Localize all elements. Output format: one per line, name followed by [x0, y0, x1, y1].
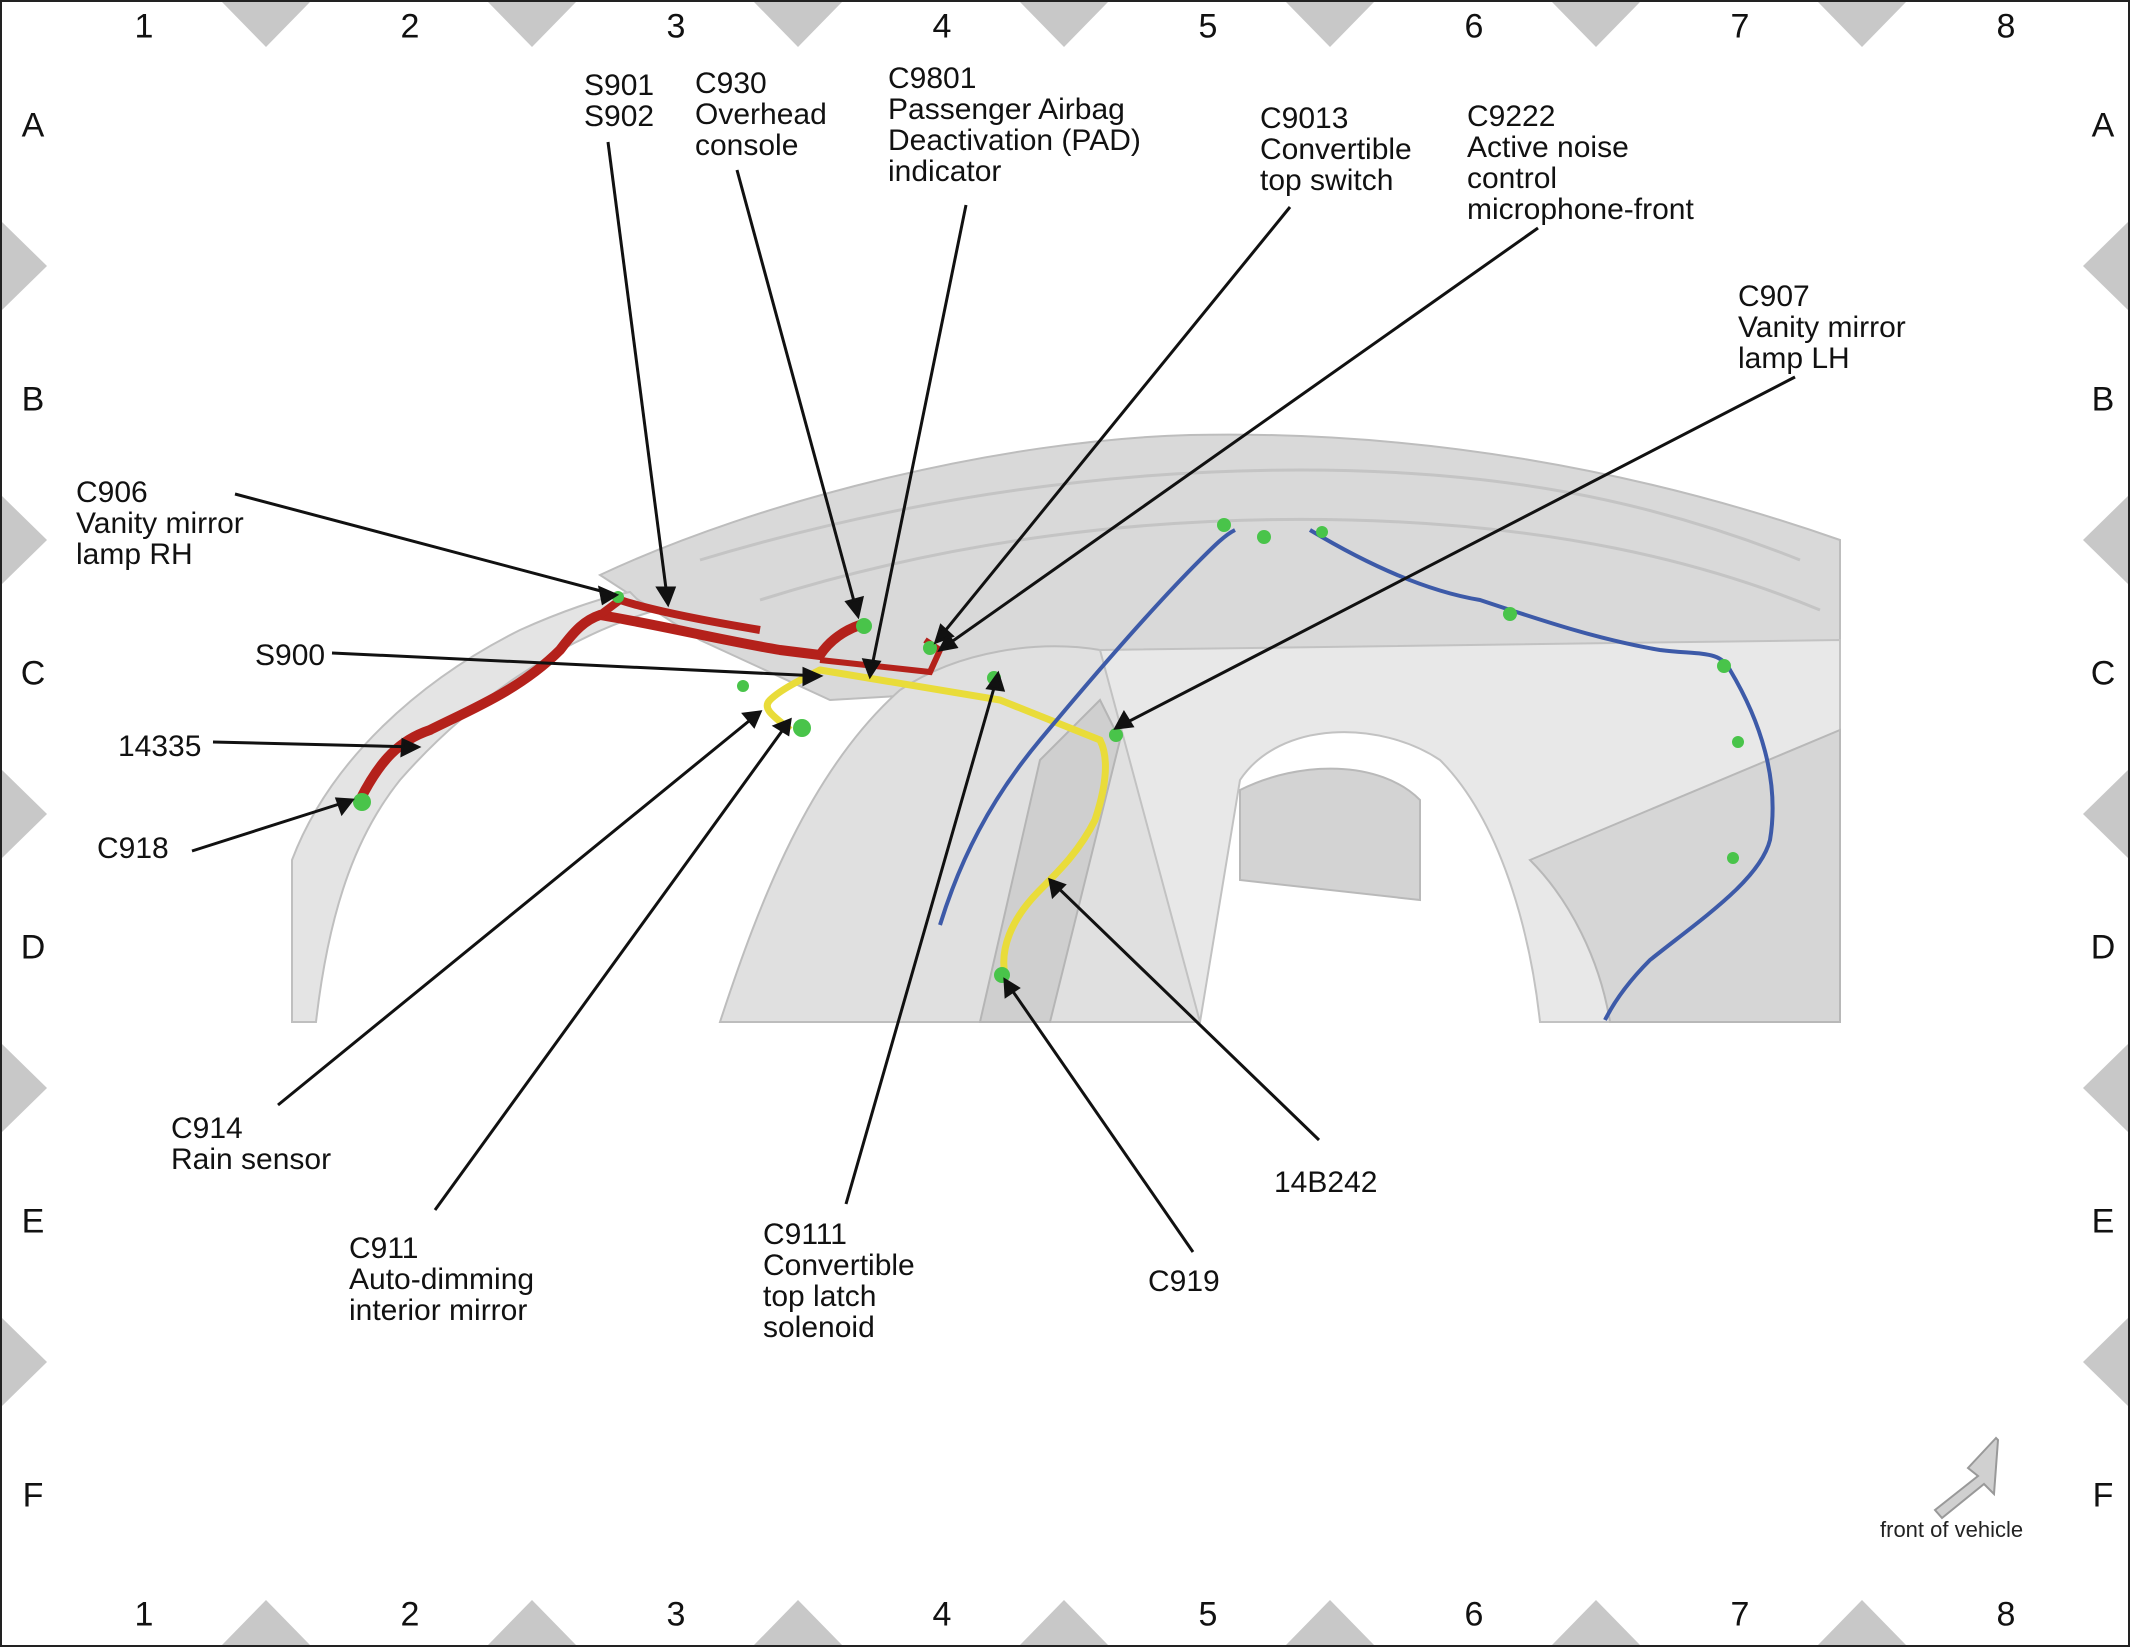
grid-row-right-d: D [2090, 928, 2116, 967]
label-c918: C918 [97, 832, 169, 865]
label-c930: C930 Overhead console [695, 67, 827, 162]
grid-col-bottom-7: 7 [1730, 1595, 1750, 1634]
grid-row-left-d: D [20, 928, 46, 967]
grid-col-top-5: 5 [1198, 7, 1218, 46]
label-c906: C906 Vanity mirror lamp RH [76, 476, 244, 571]
harness-14B242 [816, 666, 1109, 979]
harness-blue-right [938, 528, 1236, 926]
label-s901-s902: S901 S902 [584, 69, 655, 133]
grid-col-top-7: 7 [1730, 7, 1750, 46]
grid-col-bottom-5: 5 [1198, 1595, 1218, 1634]
grid-row-left-b: B [21, 380, 45, 419]
label-14b242: 14B242 [1274, 1166, 1378, 1199]
grid-col-bottom-4: 4 [932, 1595, 952, 1634]
grid-row-left-e: E [21, 1202, 45, 1241]
label-c919: C919 [1148, 1265, 1220, 1298]
label-c9801: C9801 Passenger Airbag Deactivation (PAD… [888, 62, 1141, 188]
grid-row-right-f: F [2092, 1476, 2114, 1515]
label-c911: C911 Auto-dimming interior mirror [349, 1232, 535, 1327]
arrow-icon [1933, 1436, 2000, 1520]
label-c9111: C9111 Convertible top latch solenoid [763, 1218, 915, 1344]
grid-col-bottom-6: 6 [1464, 1595, 1484, 1634]
grid-col-top-6: 6 [1464, 7, 1484, 46]
grid-row-right-c: C [2090, 654, 2116, 693]
grid-col-bottom-3: 3 [666, 1595, 686, 1634]
grid-col-top-8: 8 [1996, 7, 2016, 46]
harness-blue-left [1308, 528, 1775, 1021]
label-c9013: C9013 Convertible top switch [1260, 102, 1412, 197]
label-14335: 14335 [118, 730, 202, 763]
grid-col-bottom-8: 8 [1996, 1595, 2016, 1634]
label-c907: C907 Vanity mirror lamp LH [1738, 280, 1906, 375]
grid-col-top-1: 1 [134, 7, 154, 46]
front-of-vehicle-label: front of vehicle [1880, 1517, 2024, 1542]
grid-row-left-a: A [21, 106, 45, 145]
grid-col-bottom-1: 1 [134, 1595, 154, 1634]
grid-row-left-f: F [22, 1476, 44, 1515]
grid-col-top-4: 4 [932, 7, 952, 46]
label-s900: S900 [255, 639, 326, 672]
grid-row-right-b: B [2091, 380, 2115, 419]
connectors [353, 518, 1744, 983]
label-c9222: C9222 Active noise control microphone-fr… [1467, 100, 1694, 226]
grid-row-right-e: E [2091, 1202, 2115, 1241]
leader-lines [191, 141, 1796, 1253]
grid-col-top-3: 3 [666, 7, 686, 46]
grid-row-left-c: C [20, 654, 46, 693]
label-c914: C914 Rain sensor [171, 1112, 332, 1176]
harness-14335 [355, 609, 865, 805]
grid-row-right-a: A [2091, 106, 2115, 145]
grid-col-top-2: 2 [400, 7, 420, 46]
grid-col-bottom-2: 2 [400, 1595, 420, 1634]
